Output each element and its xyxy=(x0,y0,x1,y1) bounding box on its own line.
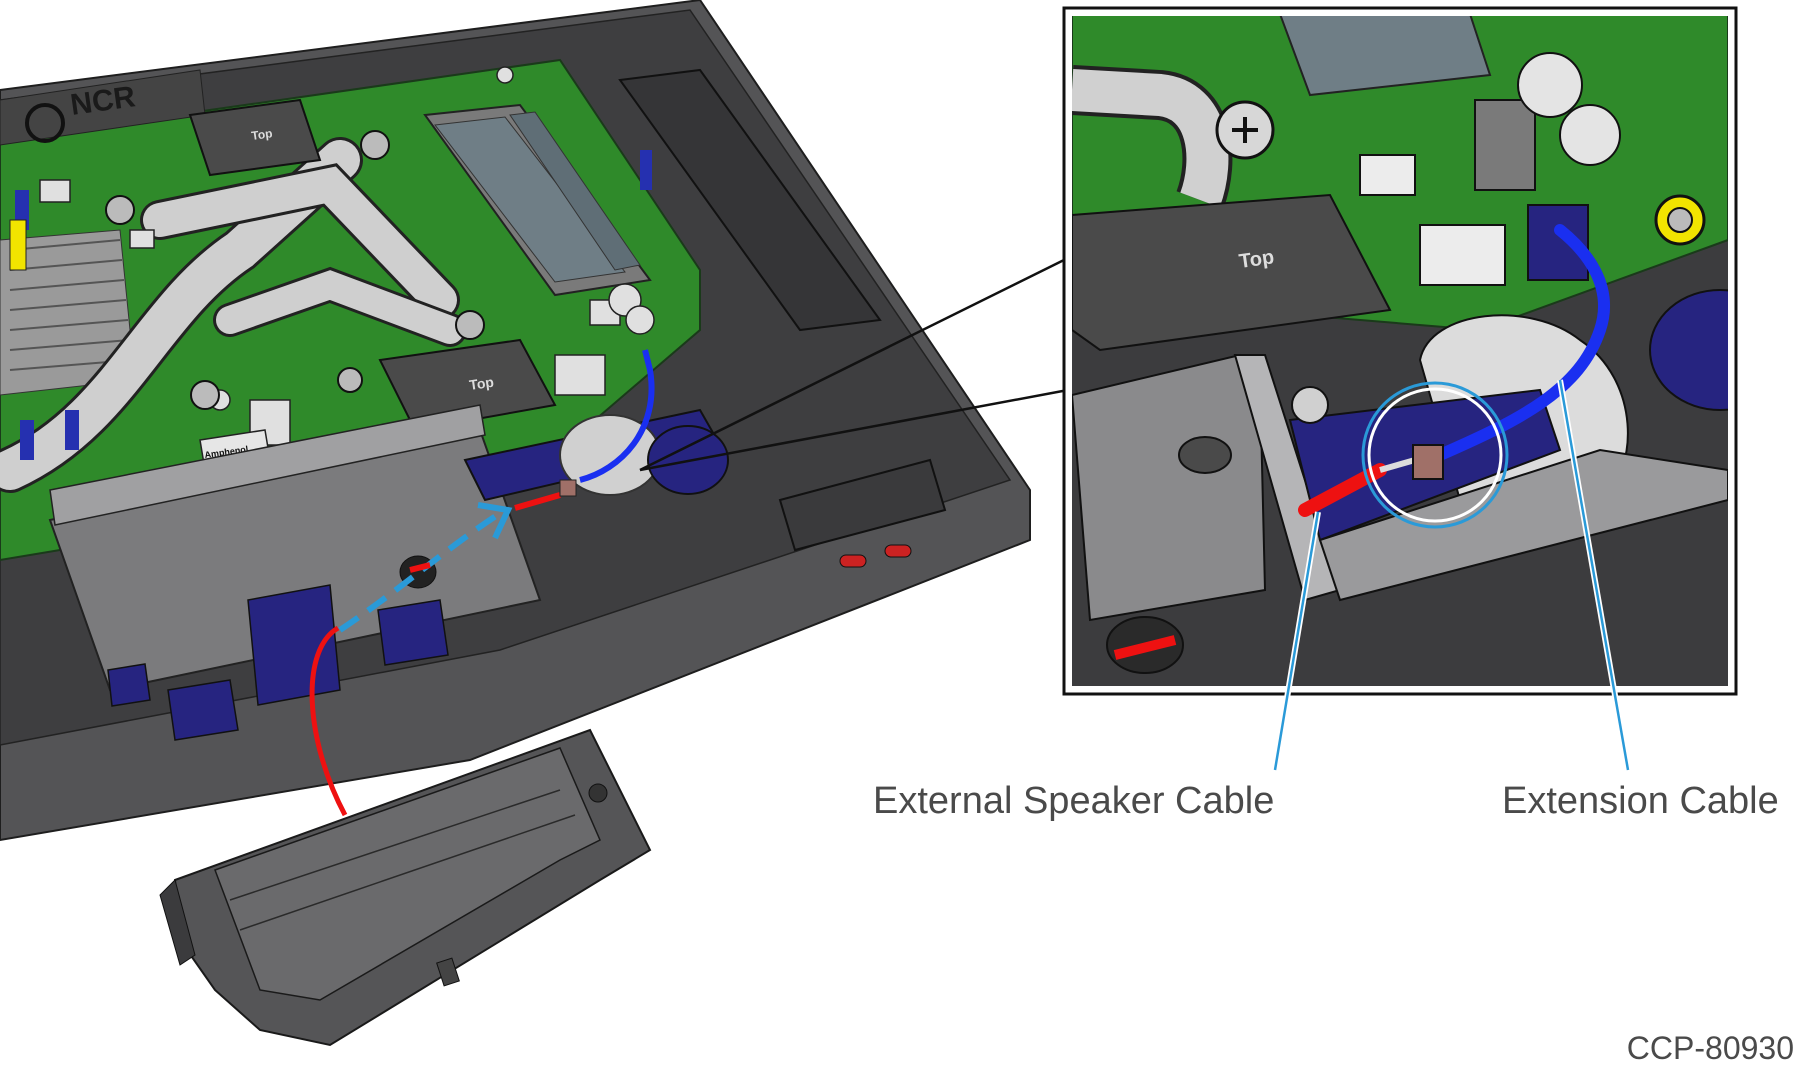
inset-round-speaker xyxy=(1649,289,1728,411)
inset-capacitor xyxy=(1517,52,1583,118)
speaker-openings xyxy=(107,584,449,741)
speaker-cable-main-end xyxy=(514,492,561,511)
svg-text:Top: Top xyxy=(468,374,495,393)
io-bracket-top xyxy=(49,404,486,526)
svg-text:Top: Top xyxy=(1238,246,1276,273)
zoom-inset: Top xyxy=(1062,6,1738,696)
chip-top-large: Top xyxy=(378,338,557,432)
inset-bracket-screw xyxy=(1291,386,1329,424)
document-id: CCP-80930 xyxy=(1626,1030,1794,1066)
chip-top-small: Top xyxy=(188,98,322,177)
external-speaker xyxy=(159,728,652,1047)
yellow-connector xyxy=(9,219,27,271)
heatpipe xyxy=(0,137,467,493)
insertion-arrowhead xyxy=(477,502,513,540)
speaker-cable-hole-red xyxy=(409,562,431,573)
inset-highlight-circle xyxy=(1361,381,1509,529)
inset-white-connector xyxy=(1419,224,1506,286)
ram-module xyxy=(423,103,652,297)
terminal-assembly: NCR Top Top xyxy=(0,0,1069,1047)
callout-leaders xyxy=(1272,379,1631,771)
inset-ram xyxy=(1278,14,1492,97)
inset-bracket xyxy=(1072,353,1267,622)
svg-text:Top: Top xyxy=(250,126,273,143)
label-external-speaker-cable: External Speaker Cable xyxy=(873,780,1275,822)
extension-cable-main xyxy=(579,349,655,483)
screw-heads xyxy=(105,130,485,410)
ncr-logo: NCR xyxy=(0,69,206,146)
inset-chip-top: Top xyxy=(1072,193,1392,352)
label-extension-cable: Extension Cable xyxy=(1502,780,1779,822)
zoom-leader-bottom xyxy=(639,388,1069,472)
external-speaker-cable xyxy=(309,625,348,817)
right-bay xyxy=(618,68,882,332)
inset-blue-header xyxy=(1527,204,1589,281)
inset-pin-header xyxy=(1474,99,1536,191)
cable-connector-main xyxy=(559,479,577,497)
board-components xyxy=(39,66,655,446)
inset-cable-connector xyxy=(1412,444,1444,480)
zoom-leader-top xyxy=(639,256,1069,472)
side-ports xyxy=(778,458,947,568)
